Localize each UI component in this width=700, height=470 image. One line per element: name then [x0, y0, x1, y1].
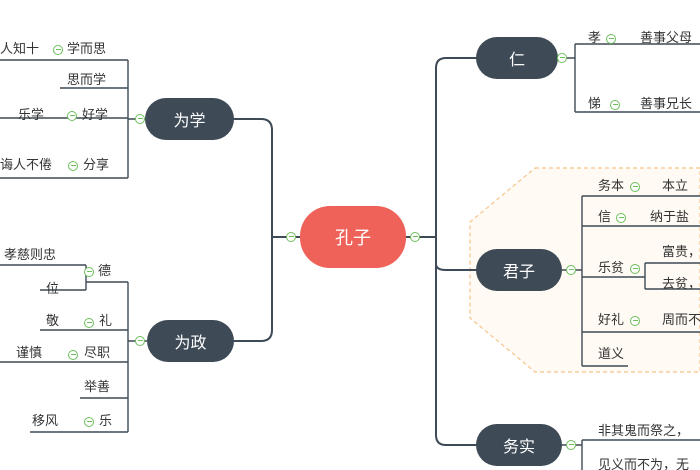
branch-label-study: 为学 — [173, 111, 206, 130]
leaf-node[interactable]: 本立 — [662, 179, 689, 194]
center-node[interactable]: 孔子 — [300, 206, 406, 268]
collapse-toggle-icon[interactable] — [630, 264, 640, 274]
leaf-node[interactable]: 信 — [598, 210, 612, 225]
branch-node-govern[interactable]: 为政 — [147, 320, 234, 362]
leaf-node[interactable]: 乐 — [99, 414, 113, 429]
leaf-node[interactable]: 分享 — [83, 158, 110, 173]
collapse-toggle-icon[interactable] — [84, 417, 94, 427]
link-center-wushi — [405, 236, 477, 446]
collapse-toggle-icon[interactable] — [135, 114, 145, 124]
collapse-toggle-icon[interactable] — [410, 232, 420, 242]
branch-node-wushi[interactable]: 务实 — [476, 424, 562, 466]
leaf-node[interactable]: 举善 — [84, 380, 111, 395]
leaf-node[interactable]: 人知十 — [0, 42, 40, 57]
link-center-govern — [233, 236, 301, 342]
leaf-node[interactable]: 纳于盐 — [650, 210, 690, 225]
leaf-node[interactable]: 见义而不为，无 — [598, 458, 690, 470]
leaf-node[interactable]: 德 — [98, 264, 112, 279]
branch-label-ren: 仁 — [508, 50, 525, 69]
leaf-node[interactable]: 学而思 — [67, 42, 107, 57]
leaf-node[interactable]: 位 — [46, 282, 60, 297]
collapse-toggle-icon[interactable] — [557, 53, 567, 63]
leaf-node[interactable]: 礼 — [99, 314, 113, 329]
collapse-toggle-icon[interactable] — [630, 182, 640, 192]
link-govern-trunk — [127, 282, 147, 432]
leaf-node[interactable]: 孝慈则忠 — [4, 248, 57, 263]
leaf-node[interactable]: 务本 — [598, 179, 625, 194]
leaf-node[interactable]: 乐学 — [18, 108, 45, 123]
leaf-node[interactable]: 诲人不倦 — [0, 158, 53, 173]
leaf-node[interactable]: 道义 — [598, 347, 625, 362]
collapse-toggle-icon[interactable] — [566, 440, 576, 450]
collapse-toggle-icon[interactable] — [610, 100, 620, 110]
collapse-toggle-icon[interactable] — [68, 350, 78, 360]
leaf-node[interactable]: 思而学 — [67, 73, 107, 88]
link-center-ren — [405, 57, 477, 238]
collapse-toggle-icon[interactable] — [53, 45, 63, 55]
leaf-node[interactable]: 尽职 — [84, 346, 111, 361]
collapse-toggle-icon[interactable] — [84, 318, 94, 328]
leaf-node[interactable]: 好学 — [82, 108, 109, 123]
leaf-node[interactable]: 悌 — [588, 97, 602, 112]
collapse-toggle-icon[interactable] — [616, 213, 626, 223]
branch-node-junzi[interactable]: 君子 — [476, 249, 562, 291]
collapse-toggle-icon[interactable] — [630, 316, 640, 326]
branch-node-study[interactable]: 为学 — [145, 98, 234, 140]
leaf-node[interactable]: 好礼 — [598, 313, 625, 328]
leaf-node[interactable]: 善事父母 — [640, 31, 693, 46]
leaf-node[interactable]: 孝 — [588, 31, 602, 46]
leaf-node[interactable]: 移风 — [32, 414, 59, 429]
collapse-toggle-icon[interactable] — [566, 265, 576, 275]
branch-label-govern: 为政 — [174, 333, 207, 352]
link-center-study — [233, 118, 301, 238]
collapse-toggle-icon[interactable] — [286, 232, 296, 242]
center-node-label: 孔子 — [335, 228, 371, 249]
leaf-node[interactable]: 谨慎 — [16, 346, 43, 361]
leaf-node[interactable]: 乐贫 — [598, 261, 625, 276]
collapse-toggle-icon[interactable] — [68, 161, 78, 171]
branch-node-ren[interactable]: 仁 — [476, 37, 558, 79]
leaf-node[interactable]: 非其鬼而祭之， — [598, 424, 690, 439]
leaf-node[interactable]: 周而不 — [662, 313, 700, 328]
leaf-node[interactable]: 富贵， — [662, 245, 700, 260]
branch-label-junzi: 君子 — [502, 262, 535, 281]
leaf-node[interactable]: 善事兄长 — [640, 97, 693, 112]
collapse-toggle-icon[interactable] — [84, 267, 94, 277]
collapse-toggle-icon[interactable] — [67, 111, 77, 121]
link-center-junzi — [405, 236, 477, 271]
collapse-toggle-icon[interactable] — [135, 336, 145, 346]
leaf-node[interactable]: 敬 — [46, 314, 60, 329]
junzi-group-region — [469, 167, 700, 373]
leaf-node[interactable]: 去贫， — [662, 277, 700, 292]
branch-label-wushi: 务实 — [502, 437, 535, 456]
collapse-toggle-icon[interactable] — [606, 34, 616, 44]
